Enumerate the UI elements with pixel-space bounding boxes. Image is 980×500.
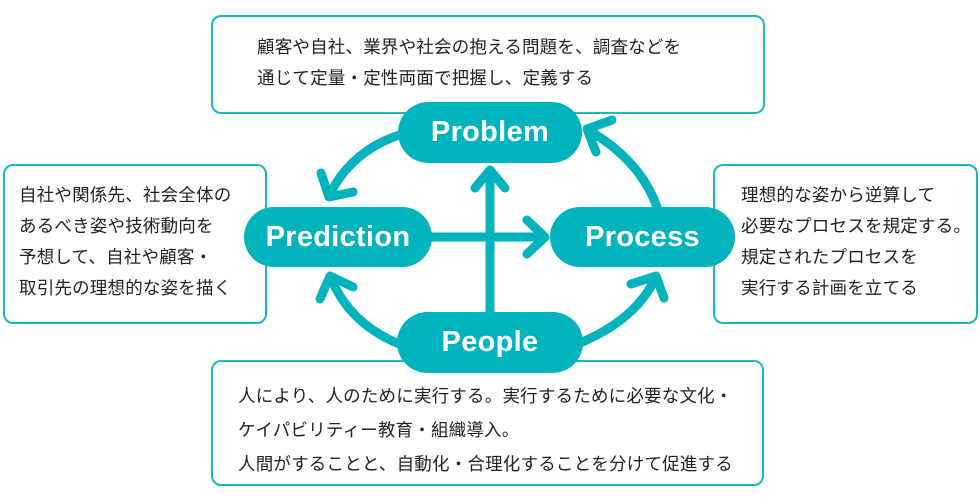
arrowhead-people-to-process (626, 271, 669, 303)
prediction-node: Prediction (244, 207, 432, 267)
arrow-people-to-process (575, 274, 660, 348)
process-description-text: 理想的な姿から逆算して 必要なプロセスを規定する。 規定されたプロセスを 実行す… (741, 181, 971, 305)
process-node: Process (550, 207, 735, 267)
prediction-node-label: Prediction (265, 220, 411, 253)
people-node: People (397, 312, 583, 373)
prediction-description-line: 自社や関係先、社会全体の (19, 186, 232, 206)
process-description-line: 理想的な姿から逆算して (741, 186, 936, 206)
prediction-description-text: 自社や関係先、社会全体の あるべき姿や技術動向を 予想して、自社や顧客・ 取引先… (19, 181, 231, 305)
arrow-people-to-prediction (326, 273, 407, 350)
arrowhead-people-to-prediction (315, 271, 358, 304)
arrowhead-problem-to-prediction (316, 168, 358, 202)
arrow-process-to-problem (583, 125, 662, 212)
problem-node: Problem (398, 102, 582, 163)
problem-description-line: 顧客や自社、業界や社会の抱える問題を、調査などを (257, 38, 682, 58)
problem-node-label: Problem (430, 116, 550, 148)
people-description-line: 人間がすることと、自動化・合理化することを分けて促進する (238, 455, 733, 475)
prediction-description-line: 取引先の理想的な姿を描く (19, 279, 232, 299)
process-description-line: 規定されたプロセスを (741, 248, 918, 268)
people-description-box: 人により、人のために実行する。実行するために必要な文化・ ケイパビリティー教育・… (211, 360, 764, 486)
problem-description-text: 顧客や自社、業界や社会の抱える問題を、調査などを 通じて定量・定性両面で把握し、… (257, 33, 681, 95)
arrow-problem-to-prediction (325, 129, 407, 199)
prediction-description-line: 予想して、自社や顧客・ (19, 248, 213, 268)
people-description-text: 人により、人のために実行する。実行するために必要な文化・ ケイパビリティー教育・… (238, 380, 733, 482)
problem-description-box: 顧客や自社、業界や社会の抱える問題を、調査などを 通じて定量・定性両面で把握し、… (211, 15, 765, 114)
process-node-label: Process (585, 220, 700, 253)
arrowhead-people-to-problem (470, 165, 510, 193)
people-description-line: 人により、人のために実行する。実行するために必要な文化・ (238, 387, 733, 407)
arrowhead-process-to-problem (582, 115, 617, 157)
problem-description-line: 通じて定量・定性両面で把握し、定義する (257, 69, 594, 89)
people-description-line: ケイパビリティー教育・組織導入。 (238, 421, 520, 441)
process-description-line: 必要なプロセスを規定する。 (741, 217, 972, 237)
arrowhead-prediction-to-process (522, 215, 550, 259)
people-node-label: People (441, 326, 539, 358)
process-description-line: 実行する計画を立てる (741, 279, 918, 299)
prediction-description-line: あるべき姿や技術動向を (19, 217, 214, 237)
